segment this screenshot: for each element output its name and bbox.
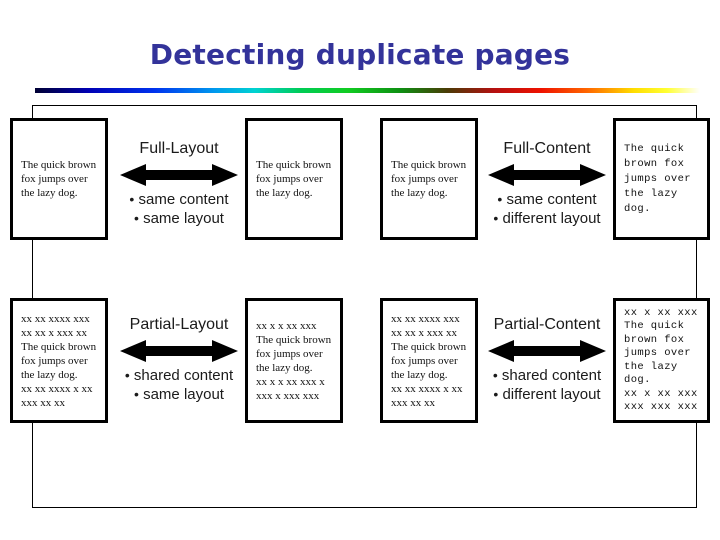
document-line: xx x xx xxx bbox=[624, 387, 698, 400]
document-line: The quick brown bbox=[391, 340, 467, 353]
document-line: the lazy dog. bbox=[21, 187, 78, 199]
double-headed-arrow-icon bbox=[488, 340, 606, 362]
document-line: xx xx x xxx xx bbox=[21, 326, 87, 339]
document-line: jumps over bbox=[624, 172, 692, 185]
document-line: fox jumps over bbox=[391, 354, 458, 367]
document-page: xx xx xxxx xxx xx xx x xxx xx The quick … bbox=[380, 298, 478, 423]
relation-bullet: • same content bbox=[129, 191, 229, 208]
relation-full-content: Full-Content • same content • different … bbox=[481, 139, 613, 228]
relation-full-layout: Full-Layout • same content • same layout bbox=[113, 139, 245, 228]
document-text-block: xx x xx xxx The quick brown fox jumps ov… bbox=[616, 307, 707, 415]
document-line: brown fox bbox=[624, 157, 685, 170]
document-line: fox jumps over bbox=[21, 354, 88, 367]
document-line: xxx xxx xxx bbox=[624, 401, 698, 413]
relation-bullet: • same content bbox=[497, 191, 597, 208]
document-text-block: The quick brown fox jumps over the lazy … bbox=[13, 158, 105, 200]
document-line: The quick brown bbox=[21, 340, 97, 353]
document-line: dog. bbox=[624, 374, 651, 386]
page-title: Detecting duplicate pages bbox=[149, 38, 571, 71]
document-line: xxx xx xx bbox=[391, 396, 435, 409]
document-line: The quick bbox=[624, 320, 685, 332]
document-page: xx x x xx xxx The quick brown fox jumps … bbox=[245, 298, 343, 423]
relation-bullet: • shared content bbox=[124, 367, 234, 384]
document-line: The quick bbox=[624, 142, 685, 155]
document-page: The quick brown fox jumps over the lazy … bbox=[245, 118, 343, 240]
document-text-block: The quick brown fox jumps over the lazy … bbox=[383, 158, 475, 200]
relation-bullet: • shared content bbox=[492, 367, 602, 384]
document-text-block: xx xx xxxx xxx xx xx x xxx xx The quick … bbox=[13, 312, 105, 410]
document-page: The quick brown fox jumps over the lazy … bbox=[10, 118, 108, 240]
rainbow-divider bbox=[35, 88, 700, 93]
document-text-block: xx xx xxxx xxx xx xx x xxx xx The quick … bbox=[383, 312, 475, 410]
relation-bullet: • different layout bbox=[493, 386, 601, 403]
relation-title: Partial-Content bbox=[493, 316, 601, 333]
document-line: the lazy dog. bbox=[391, 368, 448, 381]
document-line: the lazy dog. bbox=[256, 187, 313, 199]
document-line: the lazy dog. bbox=[21, 368, 78, 381]
document-line: jumps over bbox=[624, 347, 692, 359]
document-line: brown fox bbox=[624, 333, 685, 346]
document-line: xx x xx xxx bbox=[624, 306, 698, 319]
document-line: The quick brown bbox=[256, 159, 332, 171]
document-page: The quick brown fox jumps over the lazy … bbox=[613, 118, 710, 240]
document-line: xx xx xxxx xxx bbox=[391, 312, 460, 325]
document-line: the lazy bbox=[624, 360, 678, 373]
document-text-block: The quick brown fox jumps over the lazy … bbox=[248, 158, 340, 200]
relation-bullets: • same content • same layout bbox=[113, 190, 245, 228]
document-line: xx x x xx xxx x bbox=[256, 375, 325, 388]
relation-bullets: • shared content • different layout bbox=[481, 366, 613, 404]
relation-title: Full-Content bbox=[503, 140, 591, 157]
document-line: the lazy dog. bbox=[256, 361, 313, 374]
document-line: xx xx xxxx x xx bbox=[391, 382, 463, 395]
document-line: fox jumps over bbox=[256, 173, 323, 185]
document-line: the lazy dog. bbox=[391, 187, 448, 199]
document-line: fox jumps over bbox=[21, 173, 88, 185]
document-line: xx xx xxxx x xx bbox=[21, 382, 93, 395]
document-page: The quick brown fox jumps over the lazy … bbox=[380, 118, 478, 240]
document-text-block: The quick brown fox jumps over the lazy … bbox=[616, 142, 707, 217]
document-line: xx x x xx xxx bbox=[256, 319, 317, 332]
double-headed-arrow-icon bbox=[120, 164, 238, 186]
document-line: The quick brown bbox=[21, 159, 97, 171]
double-headed-arrow-icon bbox=[120, 340, 238, 362]
relation-partial-content: Partial-Content • shared content • diffe… bbox=[481, 315, 613, 404]
relation-partial-layout: Partial-Layout • shared content • same l… bbox=[113, 315, 245, 404]
document-line: fox jumps over bbox=[256, 347, 323, 360]
double-headed-arrow-icon bbox=[488, 164, 606, 186]
relation-bullets: • same content • different layout bbox=[481, 190, 613, 228]
document-text-block: xx x x xx xxx The quick brown fox jumps … bbox=[248, 319, 340, 403]
document-line: the lazy bbox=[624, 187, 678, 200]
document-line: The quick brown bbox=[256, 333, 332, 346]
document-line: xx xx xxxx xxx bbox=[21, 312, 90, 325]
document-page: xx xx xxxx xxx xx xx x xxx xx The quick … bbox=[10, 298, 108, 423]
document-line: xxx xx xx bbox=[21, 396, 65, 409]
relation-title: Partial-Layout bbox=[129, 316, 229, 333]
relation-bullet: • different layout bbox=[493, 210, 601, 227]
relation-bullet: • same layout bbox=[134, 210, 224, 227]
document-line: xx xx x xxx xx bbox=[391, 326, 457, 339]
document-page: xx x xx xxx The quick brown fox jumps ov… bbox=[613, 298, 710, 423]
document-line: xxx x xxx xxx bbox=[256, 389, 320, 402]
relation-bullets: • shared content • same layout bbox=[113, 366, 245, 404]
document-line: The quick brown bbox=[391, 159, 467, 171]
relation-title: Full-Layout bbox=[139, 140, 219, 157]
document-line: dog. bbox=[624, 202, 651, 215]
relation-bullet: • same layout bbox=[134, 386, 224, 403]
document-line: fox jumps over bbox=[391, 173, 458, 185]
